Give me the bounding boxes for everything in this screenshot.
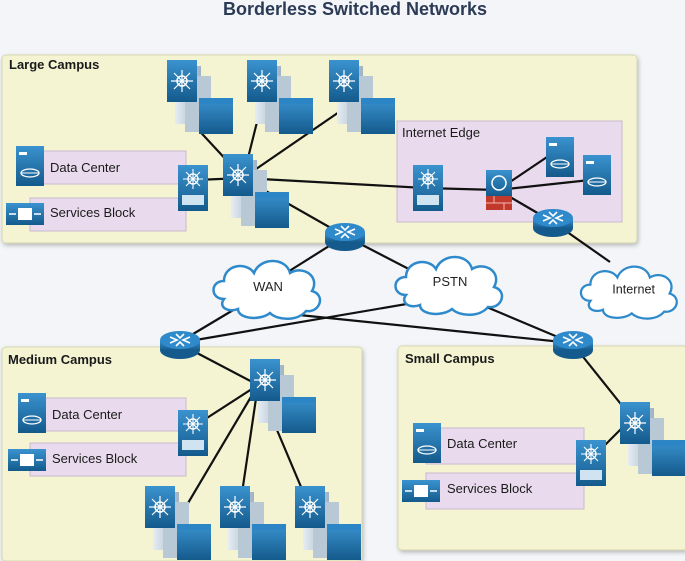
- internet-cloud: Internet: [579, 265, 678, 320]
- medium-services-icon: [7, 448, 47, 472]
- wan-label: WAN: [253, 279, 283, 294]
- firewall-icon: [486, 170, 512, 210]
- edge-server-2-icon: [582, 154, 612, 196]
- page-title: Borderless Switched Networks: [223, 0, 487, 19]
- dc-distribution-switch-icon: [177, 164, 209, 212]
- small-services-block: [425, 472, 585, 510]
- core-wan-router-icon: [324, 222, 366, 252]
- small-services-icon: [401, 479, 441, 503]
- edge-server-1-icon: [545, 136, 575, 178]
- large-campus-label: Large Campus: [9, 57, 99, 72]
- medium-dc-server-icon: [17, 392, 47, 434]
- small-campus-label: Small Campus: [405, 351, 495, 366]
- large-dc-server-icon: [15, 145, 45, 187]
- medium-data-center-label: Data Center: [52, 407, 123, 422]
- medium-services-block-label: Services Block: [52, 451, 138, 466]
- internet-edge-label: Internet Edge: [402, 125, 480, 140]
- large-data-center-block: [29, 150, 187, 185]
- medium-dc-switch-icon: [177, 409, 209, 457]
- internet-edge-router-icon: [532, 208, 574, 238]
- large-services-block: [29, 197, 187, 232]
- small-services-block-label: Services Block: [447, 481, 533, 496]
- medium-campus-router-icon: [159, 330, 201, 360]
- large-data-center-label: Data Center: [50, 160, 121, 175]
- small-data-center-label: Data Center: [447, 436, 518, 451]
- large-services-icon: [5, 202, 45, 226]
- small-dc-server-icon: [412, 422, 442, 464]
- wan-cloud: WAN: [212, 259, 322, 321]
- large-services-block-label: Services Block: [50, 205, 136, 220]
- small-dc-switch-icon: [575, 439, 607, 487]
- internet-label: Internet: [612, 283, 655, 297]
- small-campus-router-icon: [552, 330, 594, 360]
- pstn-label: PSTN: [433, 274, 468, 289]
- medium-campus-label: Medium Campus: [8, 352, 112, 367]
- pstn-cloud: PSTN: [394, 255, 504, 317]
- edge-switch-icon: [412, 164, 444, 212]
